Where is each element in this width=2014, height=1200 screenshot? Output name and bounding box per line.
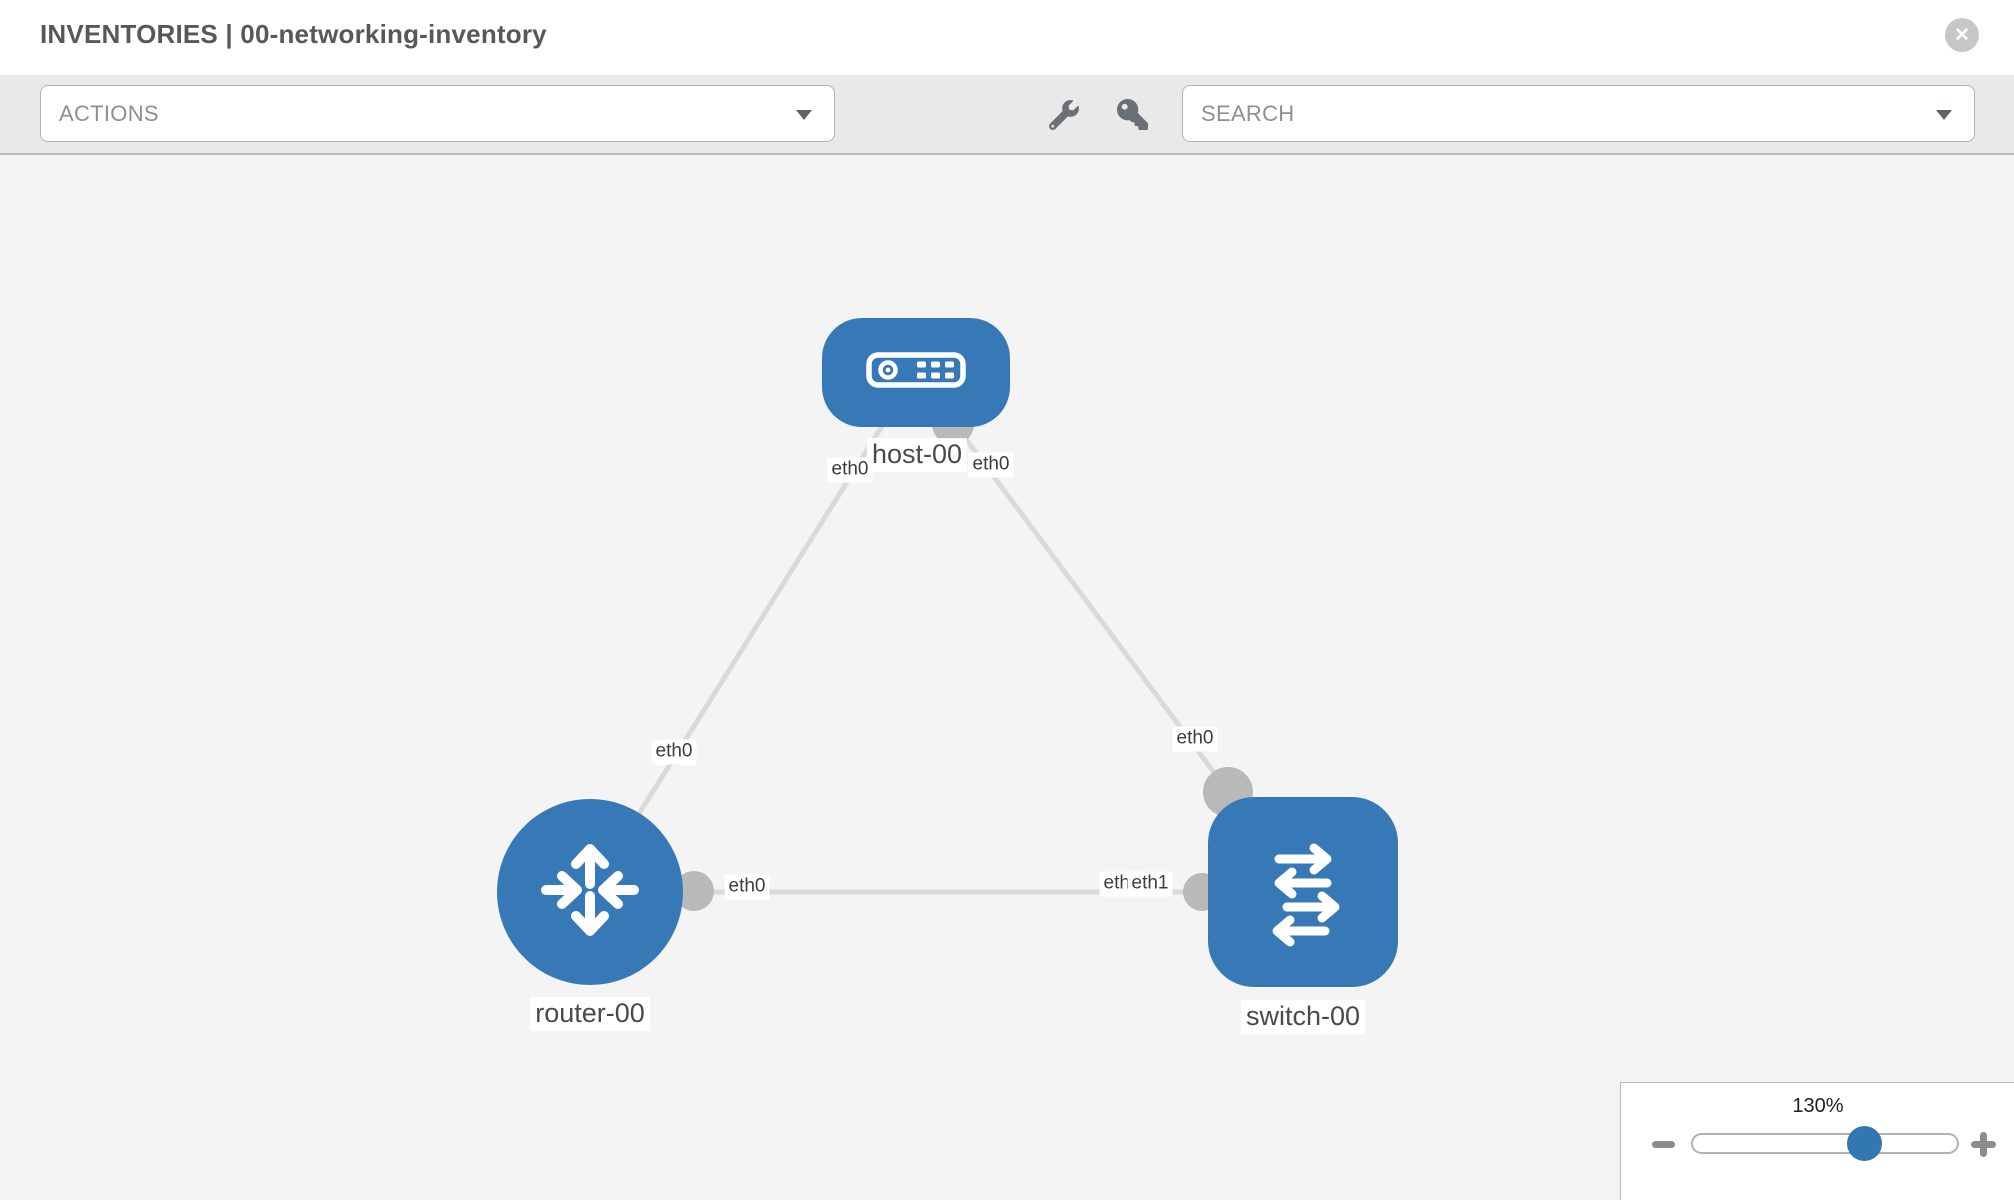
- node-label-switch-00: switch-00: [1240, 1000, 1366, 1034]
- topology-canvas[interactable]: host-00 router-00 switch-00 eth0 eth0 eth0 eth…: [0, 155, 2014, 1200]
- credentials-button[interactable]: [1112, 97, 1152, 135]
- interface-label: eth1: [1127, 871, 1173, 897]
- header: INVENTORIES | 00-networking-inventory ✕: [0, 0, 2014, 75]
- page-title: INVENTORIES | 00-networking-inventory: [40, 19, 547, 49]
- search-dropdown[interactable]: SEARCH: [1182, 85, 1975, 142]
- node-label-host-00: host-00: [866, 438, 968, 472]
- router-icon: [530, 830, 650, 955]
- actions-dropdown-label: ACTIONS: [59, 100, 159, 126]
- zoom-slider-track[interactable]: [1691, 1133, 1959, 1154]
- search-dropdown-label: SEARCH: [1201, 100, 1295, 126]
- interface-label: eth0: [968, 452, 1014, 478]
- node-switch-00[interactable]: [1208, 797, 1398, 987]
- node-label-router-00: router-00: [530, 997, 650, 1031]
- interface-label: eth0: [651, 739, 697, 765]
- tools-button[interactable]: [1044, 97, 1084, 135]
- close-icon: ✕: [1954, 24, 1970, 46]
- close-button[interactable]: ✕: [1945, 18, 1979, 52]
- zoom-out-button[interactable]: [1652, 1141, 1675, 1148]
- zoom-level: 130%: [1792, 1095, 1844, 1117]
- wrench-icon: [1048, 99, 1079, 133]
- host-icon: [866, 351, 966, 393]
- key-icon: [1116, 99, 1148, 133]
- interface-dot: [674, 871, 714, 911]
- switch-icon: [1241, 828, 1365, 957]
- zoom-slider-thumb[interactable]: [1847, 1126, 1882, 1161]
- toolbar: ACTIONS SEARCH: [0, 75, 2014, 155]
- chevron-down-icon: [1936, 109, 1952, 120]
- interface-label: eth0: [1172, 726, 1218, 752]
- interface-label: eth0: [724, 874, 770, 900]
- chevron-down-icon: [796, 109, 812, 120]
- zoom-panel: 130%: [1620, 1082, 2014, 1200]
- topology-links-layer: [587, 370, 1306, 911]
- interface-label: eth0: [827, 457, 873, 483]
- zoom-in-button-bar[interactable]: [1980, 1132, 1987, 1157]
- actions-dropdown[interactable]: ACTIONS: [40, 85, 835, 142]
- node-host-00[interactable]: [822, 317, 1010, 427]
- node-router-00[interactable]: [497, 799, 683, 985]
